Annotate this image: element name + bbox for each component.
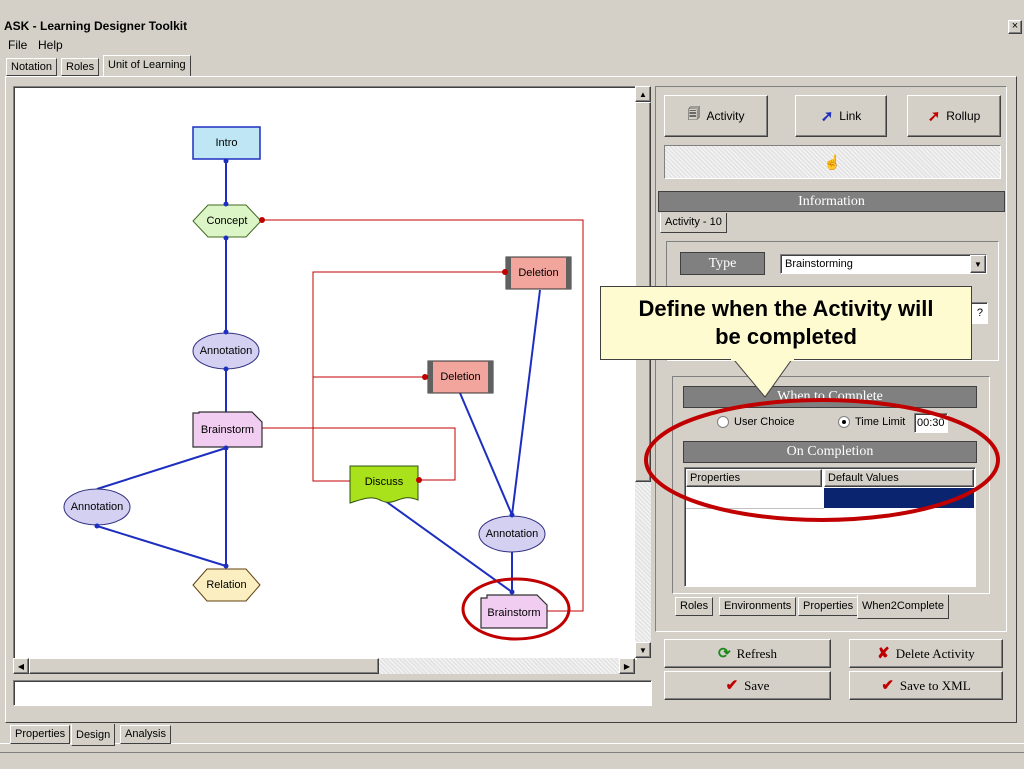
link-discuss-brainstorm2	[383, 499, 513, 593]
link-button[interactable]: ➚ Link	[795, 95, 887, 137]
tab-activity-10[interactable]: Activity - 10	[660, 213, 727, 233]
link-annotation2-relation	[96, 525, 227, 567]
callout-pointer-cover	[731, 359, 794, 361]
bottom-tab-strip	[0, 743, 1024, 744]
deletion1-label[interactable]: Deletion	[518, 267, 559, 279]
close-icon: ×	[1011, 20, 1019, 32]
link-deletion2-annotation3	[459, 392, 513, 516]
deletion1-node	[505, 256, 572, 290]
horizontal-scrollbar[interactable]: ◀ ▶	[13, 658, 635, 674]
refresh-icon: ⟳	[717, 646, 731, 662]
diagram-canvas[interactable]	[13, 86, 637, 660]
title-bar	[0, 18, 1024, 36]
tab-properties-inner[interactable]: Properties	[798, 597, 859, 616]
tab-analysis[interactable]: Analysis	[120, 725, 171, 744]
relation-node	[192, 568, 261, 602]
dropdown-arrow-icon[interactable]: ▼	[970, 255, 986, 273]
checkmark-icon: ✔	[881, 678, 894, 694]
link-brainstorm-annotation2	[96, 447, 227, 490]
discuss-node	[349, 465, 419, 504]
connector-concept-brainstorm2	[262, 219, 584, 612]
delete-activity-button[interactable]: ✘ Delete Activity	[849, 639, 1003, 668]
column-header-properties[interactable]: Properties	[686, 469, 822, 487]
brainstorm2-label[interactable]: Brainstorm	[487, 606, 541, 619]
radio-checked-icon	[838, 416, 850, 428]
deletion2-node	[427, 360, 494, 394]
link-deletion1-annotation3	[511, 289, 541, 516]
type-label: Type	[680, 252, 765, 275]
refresh-button[interactable]: ⟳ Refresh	[664, 639, 831, 668]
save-to-xml-button[interactable]: ✔ Save to XML	[849, 671, 1003, 700]
completion-highlight	[644, 398, 1000, 522]
menu-file[interactable]: File	[8, 38, 28, 52]
intro-label[interactable]: Intro	[215, 137, 238, 149]
intro-node	[192, 126, 261, 160]
discuss-label[interactable]: Discuss	[364, 476, 404, 488]
tab-design[interactable]: Design	[71, 724, 116, 746]
table-cell-property[interactable]	[686, 488, 824, 509]
on-completion-header: On Completion	[683, 441, 977, 463]
tab-environments[interactable]: Environments	[719, 597, 797, 616]
scroll-up-button[interactable]: ▲	[635, 86, 651, 102]
rollup-arrow-icon: ➚	[927, 108, 941, 125]
activity-button[interactable]: 🗐 Activity	[664, 95, 768, 137]
tab-properties[interactable]: Properties	[10, 725, 71, 744]
link-arrow-icon: ➚	[820, 108, 834, 125]
complete-group	[672, 376, 990, 594]
tab-unit-of-learning[interactable]: Unit of Learning	[103, 55, 191, 77]
diagram-svg	[63, 126, 584, 641]
close-button[interactable]: ×	[1008, 20, 1022, 34]
scroll-left-button[interactable]: ◀	[13, 658, 29, 674]
relation-label[interactable]: Relation	[206, 579, 247, 591]
connector-discuss-deletion1	[262, 427, 456, 481]
tab-when2complete[interactable]: When2Complete	[857, 595, 949, 619]
callout-box: Define when the Activity will be complet…	[600, 286, 972, 360]
highlight-circle	[461, 577, 571, 641]
tab-roles-inner[interactable]: Roles	[675, 597, 714, 616]
scroll-right-button[interactable]: ▶	[619, 658, 635, 674]
scroll-thumb-horizontal[interactable]	[29, 658, 379, 674]
vertical-scrollbar[interactable]: ▲ ▼	[635, 86, 651, 658]
type-select[interactable]: Brainstorming ▼	[780, 254, 987, 274]
completion-table[interactable]: Properties Default Values	[684, 467, 976, 587]
window-title: ASK - Learning Designer Toolkit	[4, 19, 188, 33]
brainstorm1-node	[192, 411, 263, 448]
tab-notation[interactable]: Notation	[6, 58, 57, 76]
pointer-bar[interactable]: ☝	[664, 145, 1001, 179]
status-bar	[0, 752, 1024, 769]
save-button[interactable]: ✔ Save	[664, 671, 831, 700]
annotation2-label[interactable]: Annotation	[70, 501, 124, 513]
activity-icon: 🗐	[687, 106, 701, 121]
annotation1-label[interactable]: Annotation	[199, 345, 253, 357]
hand-pointer-icon: ☝	[823, 153, 842, 170]
brainstorm1-label[interactable]: Brainstorm	[200, 424, 255, 436]
concept-label[interactable]: Concept	[206, 215, 248, 227]
delete-x-icon: ✘	[877, 646, 890, 662]
status-input[interactable]	[13, 680, 652, 706]
annotation3-label[interactable]: Annotation	[485, 528, 539, 540]
column-header-default-values[interactable]: Default Values	[824, 469, 974, 487]
deletion2-label[interactable]: Deletion	[440, 371, 481, 383]
user-choice-radio[interactable]: User Choice	[717, 416, 795, 428]
time-limit-radio[interactable]: Time Limit	[838, 416, 905, 428]
brainstorm2-node	[480, 594, 548, 629]
table-row[interactable]	[686, 488, 974, 509]
rollup-button[interactable]: ➚ Rollup	[907, 95, 1001, 137]
radio-unchecked-icon	[717, 416, 729, 428]
callout-pointer	[729, 355, 796, 398]
main-frame	[5, 76, 1017, 723]
table-cell-default-value[interactable]	[824, 488, 974, 508]
scroll-down-button[interactable]: ▼	[635, 642, 651, 658]
tab-roles[interactable]: Roles	[61, 58, 100, 76]
information-header: Information	[658, 191, 1005, 212]
menu-help[interactable]: Help	[38, 38, 63, 52]
callout-text: Define when the Activity will be complet…	[638, 296, 934, 349]
checkmark-icon: ✔	[725, 678, 739, 694]
